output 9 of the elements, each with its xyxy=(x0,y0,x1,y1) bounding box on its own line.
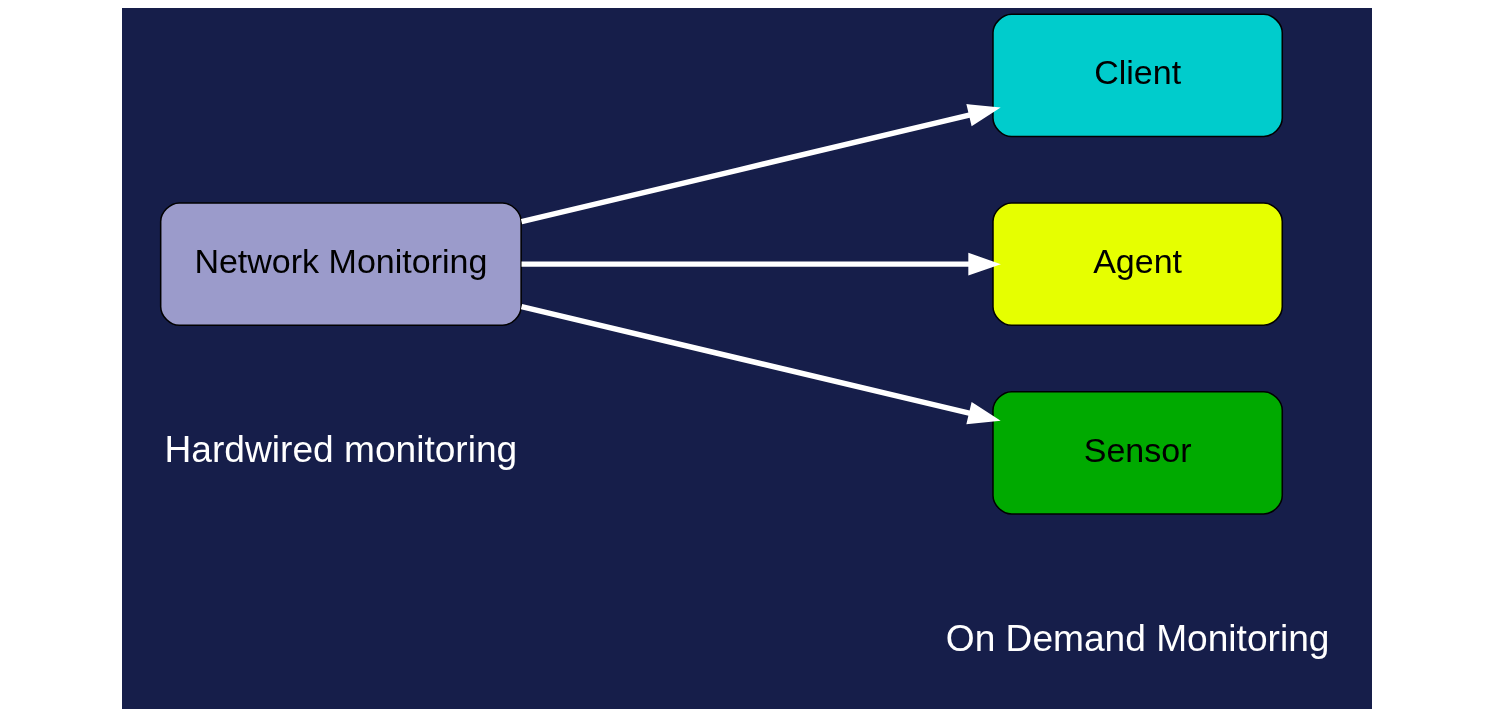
node-box: Agent xyxy=(991,202,1283,326)
arrow xyxy=(521,252,1001,276)
node-box: Client xyxy=(991,13,1283,138)
label: Hardwired monitoring xyxy=(164,428,517,471)
label: On Demand Monitoring xyxy=(945,617,1329,660)
arrow xyxy=(520,304,1001,425)
node-box: Sensor xyxy=(991,391,1283,515)
node-box: Network Monitoring xyxy=(159,202,522,326)
arrow xyxy=(520,104,1001,225)
